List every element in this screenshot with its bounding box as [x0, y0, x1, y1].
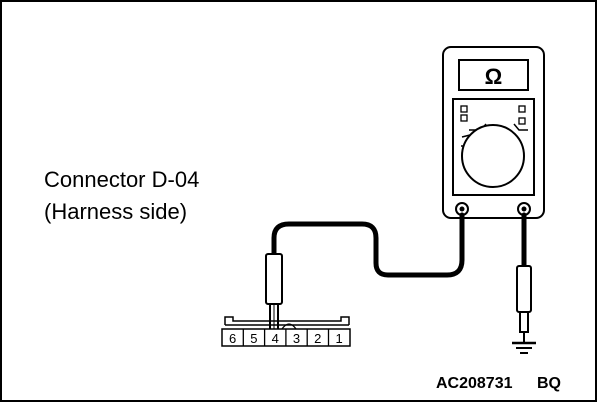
pin-label: 5	[250, 331, 257, 346]
connector-probe	[265, 253, 283, 331]
connector-side-label: (Harness side)	[44, 199, 187, 224]
pin-label: 4	[272, 331, 279, 346]
ground-icon	[512, 341, 536, 354]
pin-label: 1	[335, 331, 342, 346]
ohm-symbol: Ω	[485, 64, 503, 89]
pin-label: 3	[293, 331, 300, 346]
connector-d04: 6 5 4 3 2 1	[221, 316, 351, 347]
test-lead-com	[271, 212, 465, 278]
pin-label: 6	[229, 331, 236, 346]
reference-code: AC208731	[436, 375, 513, 392]
reference-suffix: BQ	[537, 375, 561, 392]
ground-probe	[516, 265, 532, 342]
connector-label: Connector D-04	[44, 167, 199, 192]
pin-label: 2	[314, 331, 321, 346]
multimeter: Ω	[442, 46, 545, 219]
meter-display	[458, 59, 529, 91]
rotary-dial	[461, 124, 525, 188]
